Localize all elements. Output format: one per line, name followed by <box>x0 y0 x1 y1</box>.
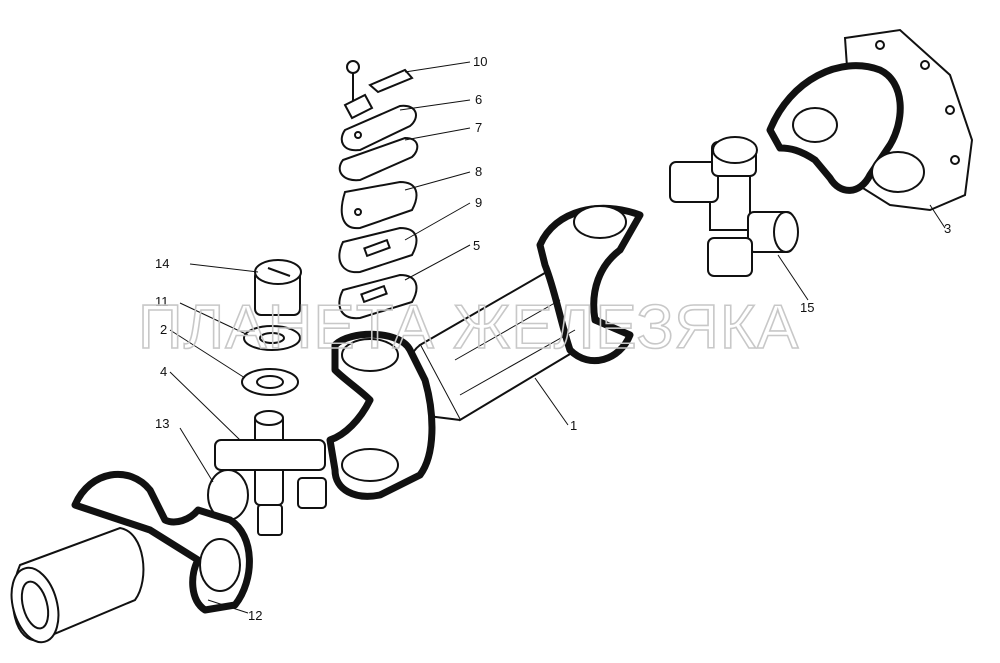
part-4-cross <box>214 410 327 536</box>
callout-13: 13 <box>155 416 169 431</box>
callout-12: 12 <box>248 608 262 623</box>
callout-4: 4 <box>160 364 167 379</box>
part-2-seal <box>241 368 299 396</box>
callout-11: 11 <box>155 294 169 309</box>
part-3-flange-yoke <box>766 28 974 212</box>
leader-lines <box>169 61 946 614</box>
callout-8: 8 <box>475 164 482 179</box>
callout-3: 3 <box>944 221 951 236</box>
callout-7: 7 <box>475 120 482 135</box>
part-10-bolt-lock <box>346 60 414 102</box>
callout-2: 2 <box>160 322 167 337</box>
watermark-text: ПЛАНЕТА ЖЕЛЕЗЯКА <box>138 293 799 362</box>
part-8-cover-plate <box>340 180 418 230</box>
part-7-gasket <box>340 104 417 152</box>
part-9-cover-plate <box>338 226 418 274</box>
part-5-cover-plate <box>338 273 418 320</box>
part-15-cross-spider <box>669 136 799 277</box>
part-7b-gasket <box>338 136 419 182</box>
callout-15: 15 <box>800 300 814 315</box>
part-6-lock-plate <box>343 93 374 120</box>
part-11-seal-ring <box>243 325 301 351</box>
part-14-bearing-cap <box>254 259 302 316</box>
callout-14: 14 <box>155 256 169 271</box>
part-1-drive-shaft <box>326 204 644 500</box>
callout-9: 9 <box>475 195 482 210</box>
callout-6: 6 <box>475 92 482 107</box>
callout-1: 1 <box>570 418 577 433</box>
callout-10: 10 <box>473 54 487 69</box>
callout-5: 5 <box>473 238 480 253</box>
part-12-sleeve-yoke <box>10 471 253 644</box>
